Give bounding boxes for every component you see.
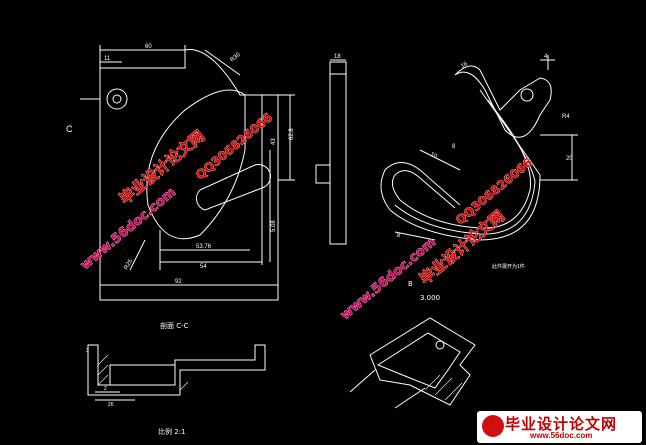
hook-hole — [520, 88, 534, 102]
footer-banner — [477, 411, 642, 443]
footer-title: 毕业设计论文网 — [505, 415, 618, 433]
pivot-hole-inner — [112, 94, 122, 104]
dim-16: 16 — [460, 61, 469, 70]
footer-url: www.56doc.com — [530, 431, 593, 440]
hook-curve-inner — [391, 109, 532, 229]
dim-92: 92 — [175, 279, 182, 285]
dim-4: 4 — [544, 54, 548, 60]
detail-hole — [435, 340, 445, 350]
dim-54: 54 — [200, 264, 207, 270]
side-view-body — [329, 61, 347, 245]
scale-bottom-label: 比例 2:1 — [158, 427, 186, 436]
section-view-label: 剖面 C-C — [160, 321, 189, 330]
hook-curve-outer — [380, 89, 541, 241]
section-profile — [87, 344, 266, 396]
dim-5: 5.08 — [271, 220, 277, 232]
dim-5376: 53.76 — [196, 244, 212, 250]
detail-note: 此件展开为1件 — [492, 263, 525, 270]
view-b-label: B — [408, 280, 413, 288]
dim-43: 43 — [271, 138, 277, 145]
dim-8a: 8 — [452, 144, 456, 150]
section-insert — [109, 364, 176, 386]
dim-11: 11 — [104, 56, 111, 62]
dim-20: 20 — [566, 156, 573, 162]
dim-3: 3 — [86, 348, 89, 354]
dim-10: 10 — [429, 152, 438, 161]
dim-2: 2 — [104, 386, 107, 392]
slot — [196, 164, 271, 211]
dim-r4: R4 — [562, 114, 570, 120]
dim-62: 62.8 — [289, 128, 295, 140]
detail-view-inner — [376, 332, 461, 389]
dim-r30: R30 — [229, 51, 242, 63]
dim-18: 18 — [334, 54, 341, 60]
scale-value: 3.000 — [420, 294, 440, 302]
side-view-tab — [315, 164, 331, 184]
pivot-hole-outer — [106, 88, 128, 110]
site-logo-icon — [482, 415, 504, 437]
detail-view-profile — [369, 317, 476, 406]
dim-r25: R25 — [124, 258, 135, 271]
watermark-qq-1: QQ306826066 — [193, 110, 275, 182]
dim-8b: 8 — [397, 233, 401, 239]
dim-26: 26 — [108, 402, 114, 408]
main-plate-inner — [146, 89, 246, 240]
section-mark-c: C — [66, 124, 73, 134]
hook-curve-mid — [394, 99, 536, 235]
dim-60: 60 — [145, 44, 152, 50]
hook-outline — [454, 65, 552, 138]
